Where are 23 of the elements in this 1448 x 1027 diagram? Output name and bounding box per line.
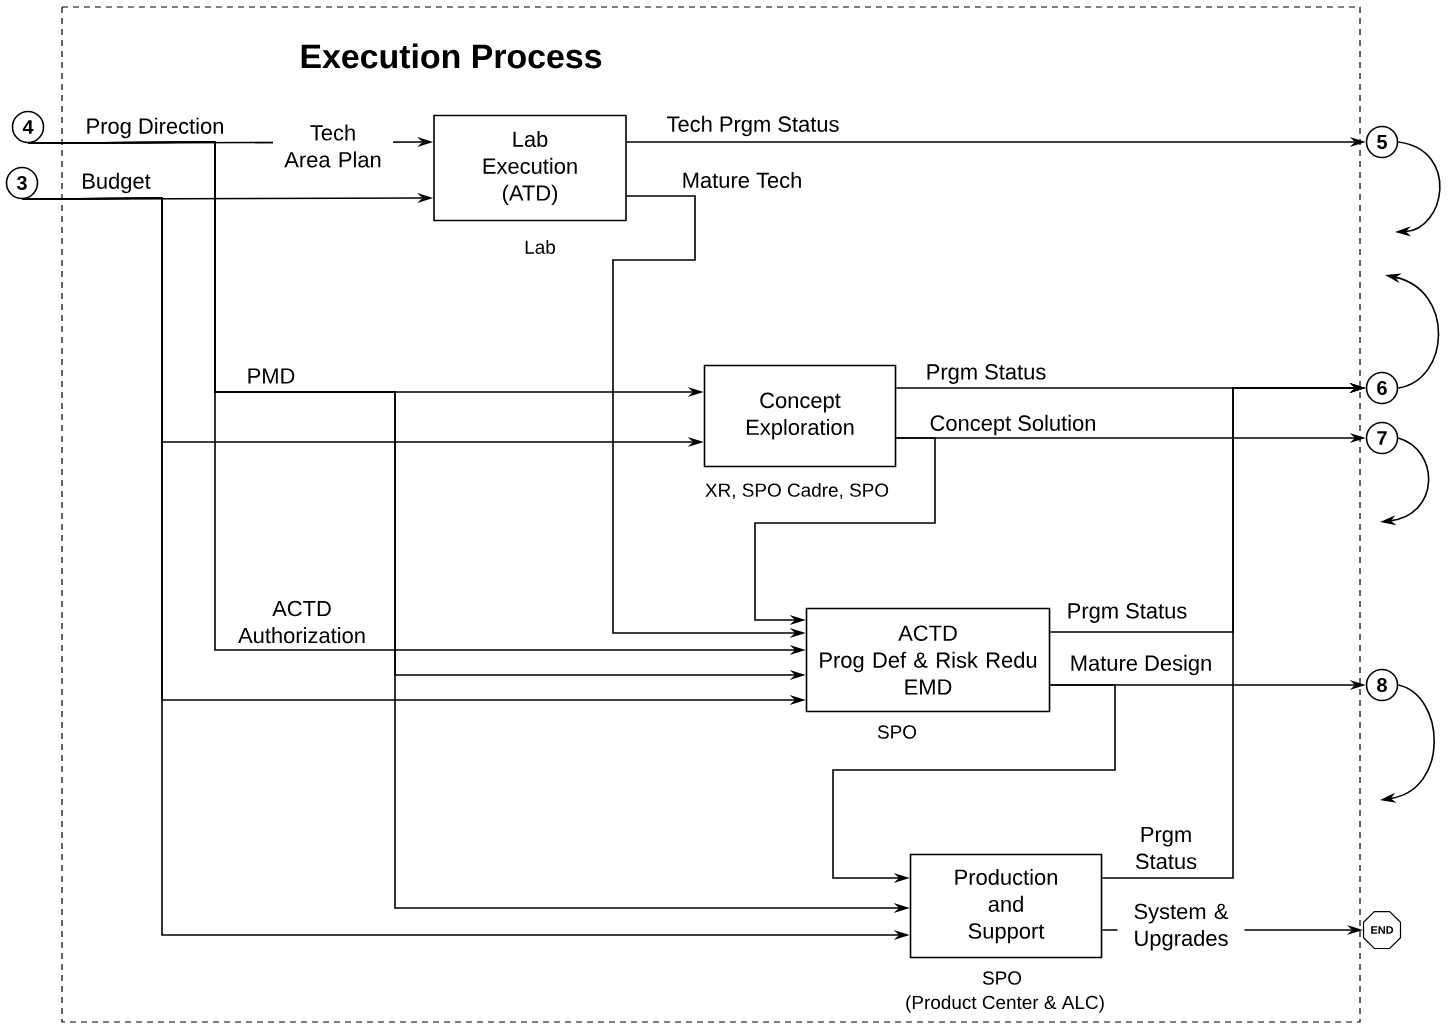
edge-label: Mature Design (1068, 653, 1214, 677)
edge-label: PMD (245, 367, 297, 385)
edge-label: Prgm Status (924, 363, 1048, 385)
caption-text: Lab (525, 240, 555, 254)
end-octagon: END (1362, 910, 1402, 950)
process-box: Concept Exploration (703, 364, 897, 468)
title: Execution Process (301, 43, 602, 69)
process-box: ACTD Prog Def & Risk Redu EMD (805, 607, 1051, 713)
edge-label: ACTD Authorization (226, 599, 378, 645)
flow-label: Prog Direction (87, 117, 223, 139)
edge-label: Concept Solution (928, 413, 1098, 437)
caption-text: SPO (877, 725, 917, 739)
edge-label: Prgm Status (1125, 825, 1207, 871)
caption-text: (Product Center & ALC) (906, 995, 1104, 1013)
edge-label: Tech Prgm Status (665, 114, 841, 138)
edge-label: System & Upgrades (1117, 902, 1245, 952)
process-box: Lab Execution (ATD) (433, 114, 627, 222)
edge-label: Tech Area Plan (273, 123, 393, 169)
edge-label: Prgm Status (1065, 602, 1189, 624)
caption-text: XR, SPO Cadre, SPO (705, 482, 889, 500)
process-box: Production and Support (909, 853, 1103, 959)
caption-text: SPO (982, 971, 1022, 985)
flow-label: Budget (83, 172, 151, 194)
